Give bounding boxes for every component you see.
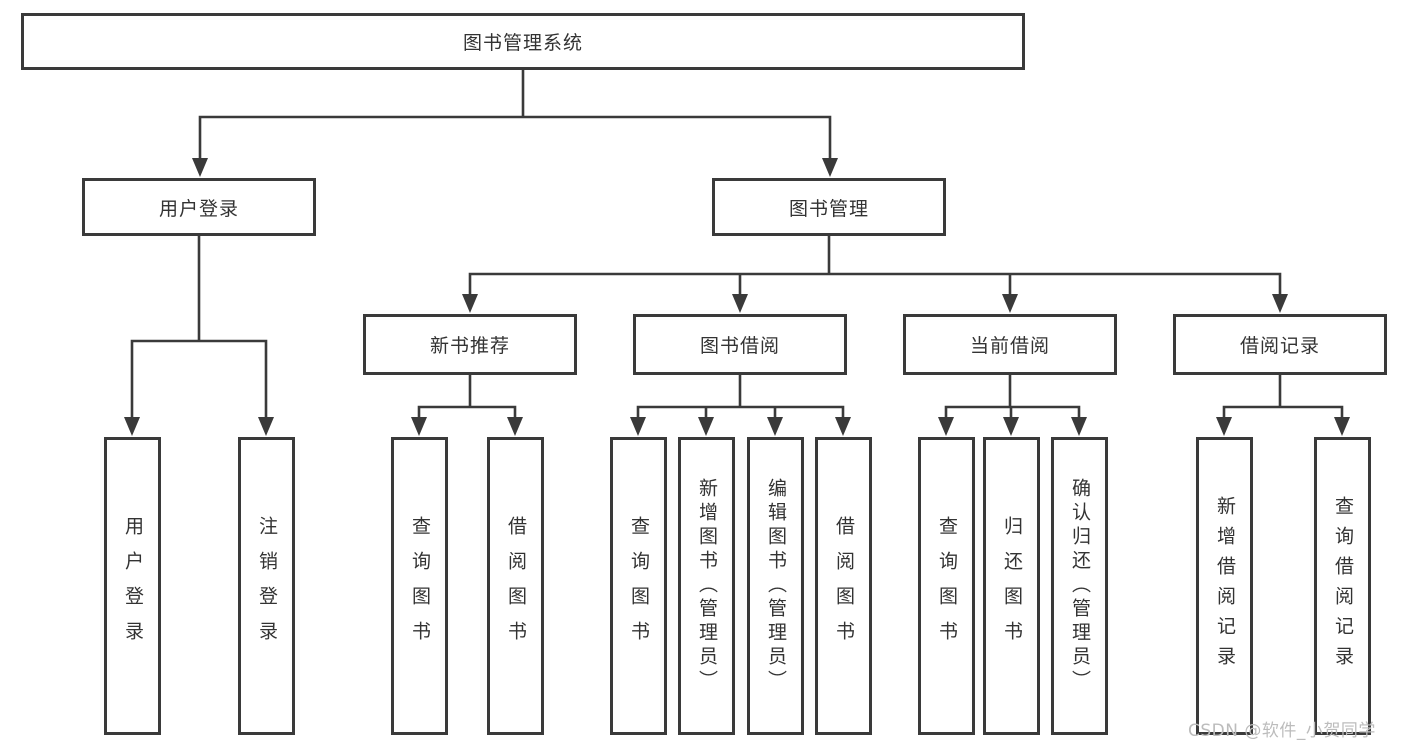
node-book-management: 图书管理 bbox=[712, 178, 946, 236]
leaf-user-login-label: 用户登录 bbox=[122, 516, 144, 656]
leaf-query-books-recommend: 查询图书 bbox=[391, 437, 448, 735]
leaf-confirm-return-admin-label: 确认归还（管理员） bbox=[1069, 478, 1091, 694]
leaf-borrow-books-recommend: 借阅图书 bbox=[487, 437, 544, 735]
node-root: 图书管理系统 bbox=[21, 13, 1025, 70]
node-new-book-recommend-label: 新书推荐 bbox=[429, 335, 510, 357]
leaf-query-books-borrowing: 查询图书 bbox=[610, 437, 667, 735]
leaf-confirm-return-admin: 确认归还（管理员） bbox=[1051, 437, 1108, 735]
leaf-borrow-books-recommend-label: 借阅图书 bbox=[505, 516, 527, 656]
leaf-query-borrow-record-label: 查询借阅记录 bbox=[1332, 496, 1354, 676]
node-book-borrowing: 图书借阅 bbox=[633, 314, 847, 375]
node-root-label: 图书管理系统 bbox=[462, 32, 583, 54]
leaf-query-books-borrowing-label: 查询图书 bbox=[628, 516, 650, 656]
node-book-borrowing-label: 图书借阅 bbox=[699, 335, 780, 357]
leaf-edit-book-admin-label: 编辑图书（管理员） bbox=[765, 478, 787, 694]
node-borrowing-records-label: 借阅记录 bbox=[1239, 335, 1320, 357]
node-user-login-label: 用户登录 bbox=[158, 197, 239, 220]
leaf-return-books-label: 归还图书 bbox=[1001, 516, 1023, 656]
leaf-logout-login: 注销登录 bbox=[238, 437, 295, 735]
node-book-management-label: 图书管理 bbox=[788, 197, 869, 220]
leaf-return-books: 归还图书 bbox=[983, 437, 1040, 735]
leaf-add-borrow-record-label: 新增借阅记录 bbox=[1214, 496, 1236, 676]
node-current-borrowing-label: 当前借阅 bbox=[969, 335, 1050, 357]
node-borrowing-records: 借阅记录 bbox=[1173, 314, 1387, 375]
leaf-query-books-current: 查询图书 bbox=[918, 437, 975, 735]
leaf-query-books-recommend-label: 查询图书 bbox=[409, 516, 431, 656]
leaf-edit-book-admin: 编辑图书（管理员） bbox=[747, 437, 804, 735]
leaf-add-book-admin-label: 新增图书（管理员） bbox=[696, 478, 718, 694]
arrowheads bbox=[124, 158, 1350, 436]
leaf-borrow-books-borrowing: 借阅图书 bbox=[815, 437, 872, 735]
node-new-book-recommend: 新书推荐 bbox=[363, 314, 577, 375]
leaf-query-borrow-record: 查询借阅记录 bbox=[1314, 437, 1371, 735]
leaf-query-books-current-label: 查询图书 bbox=[936, 516, 958, 656]
node-current-borrowing: 当前借阅 bbox=[903, 314, 1117, 375]
node-user-login: 用户登录 bbox=[82, 178, 316, 236]
leaf-add-borrow-record: 新增借阅记录 bbox=[1196, 437, 1253, 735]
csdn-watermark: CSDN @软件_小贺同学 bbox=[1188, 721, 1376, 741]
leaf-logout-login-label: 注销登录 bbox=[256, 516, 278, 656]
leaf-add-book-admin: 新增图书（管理员） bbox=[678, 437, 735, 735]
leaf-borrow-books-borrowing-label: 借阅图书 bbox=[833, 516, 855, 656]
leaf-user-login: 用户登录 bbox=[104, 437, 161, 735]
